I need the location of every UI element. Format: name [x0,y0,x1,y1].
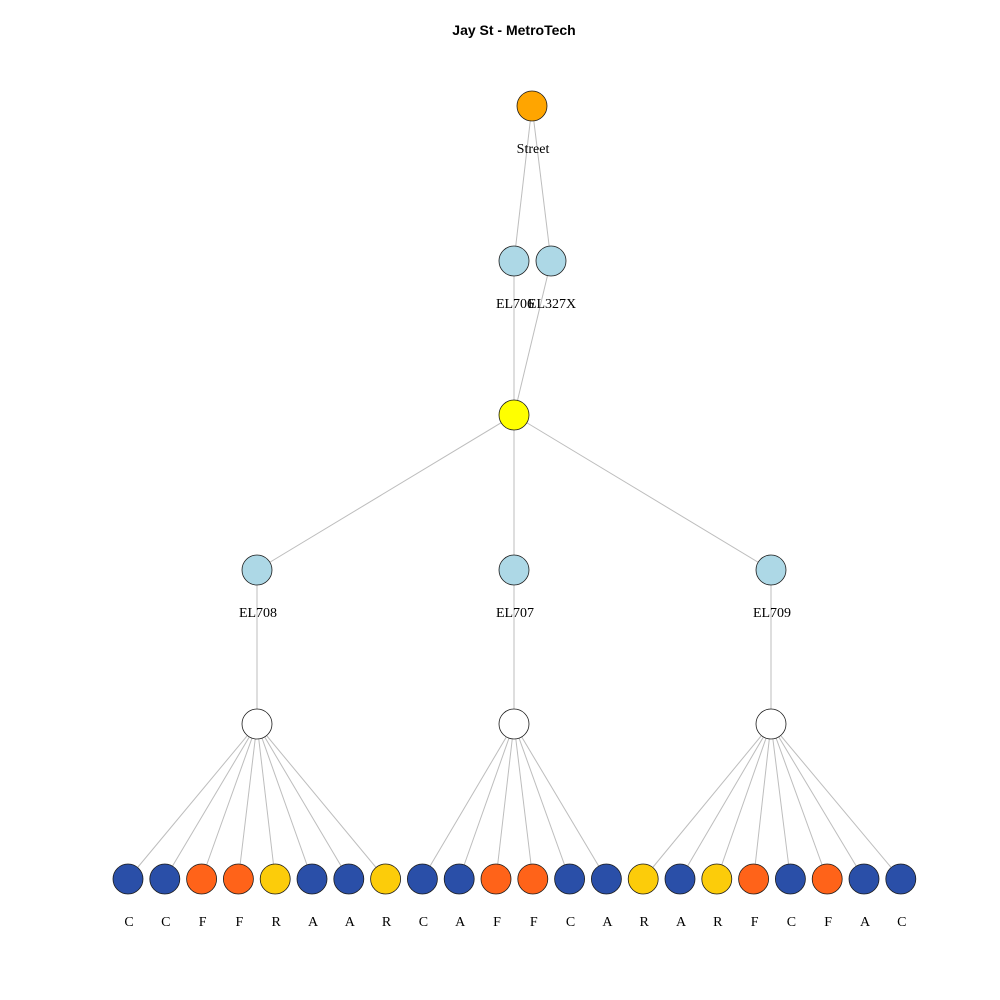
edge-platform_1-route [164,723,258,880]
edge-mezzanine-el709 [513,414,772,571]
route-node-c[interactable] [885,863,917,895]
node-el706[interactable] [498,245,530,277]
route-label-f: F [751,915,759,930]
diagram-title: Jay St - MetroTech [452,22,575,38]
route-node-a[interactable] [591,863,622,895]
label-el709: EL709 [753,606,791,621]
route-label-c: C [419,915,428,930]
edge-platform_2-route [495,723,515,880]
route-node-f[interactable] [738,863,769,895]
route-label-f: F [530,915,538,930]
node-platform-3[interactable] [755,708,787,740]
route-label-r: R [713,915,723,930]
edge-platform_1-route [256,723,313,880]
route-label-f: F [824,915,832,930]
node-street[interactable] [516,90,548,122]
route-node-r[interactable] [259,863,291,895]
edge-platform_3-route [770,723,791,880]
route-node-f[interactable] [480,863,512,895]
node-el707[interactable] [498,554,530,586]
route-node-f[interactable] [222,863,254,895]
route-node-a[interactable] [296,863,328,895]
route-node-c[interactable] [112,863,144,895]
route-node-c[interactable] [406,863,438,895]
route-label-a: A [455,915,466,930]
label-el706: EL706 [496,297,534,312]
edge-platform_3-route [770,723,828,880]
route-label-f: F [199,915,207,930]
edge-platform_3-route [770,723,865,880]
node-el709[interactable] [755,554,787,586]
route-node-a[interactable] [443,863,475,895]
route-node-r[interactable] [627,863,659,895]
edge-platform_3-route [642,723,772,880]
edge-platform_2-route [513,723,607,880]
route-node-c[interactable] [554,863,585,895]
edge-platform_1-route [237,723,258,880]
edge-platform_3-route [716,723,772,880]
edge-platform_1-route [256,723,386,880]
route-label-c: C [124,915,133,930]
edge-platform_1-route [127,723,258,880]
route-label-r: R [272,915,282,930]
route-label-f: F [493,915,501,930]
route-label-c: C [897,915,906,930]
route-label-c: C [787,915,796,930]
edge-mezzanine-el708 [256,414,515,571]
route-label-a: A [345,915,356,930]
route-label-r: R [640,915,650,930]
edge-platform_2-route [458,723,515,880]
edge-el327x-mezzanine [513,260,552,416]
edge-platform_1-route [256,723,350,880]
route-node-r[interactable] [701,863,733,895]
route-node-a[interactable] [848,863,880,895]
route-node-c[interactable] [775,863,806,895]
route-label-a: A [676,915,687,930]
edge-platform_1-route [201,723,258,880]
edge-street-el327x [531,105,552,262]
edges-layer [127,105,902,880]
edge-platform_3-route [770,723,902,880]
edge-platform_1-route [256,723,276,880]
node-mezzanine[interactable] [498,399,530,431]
node-el708[interactable] [241,554,273,586]
route-label-f: F [236,915,244,930]
edge-street-el706 [513,105,533,262]
route-node-r[interactable] [370,863,402,895]
edge-platform_3-route [679,723,772,880]
label-el708: EL708 [239,606,277,621]
edge-platform_2-route [421,723,515,880]
route-label-a: A [860,915,871,930]
node-platform-2[interactable] [498,708,530,740]
node-el327x[interactable] [535,245,567,277]
nodes-layer [112,90,917,895]
node-platform-1[interactable] [241,708,273,740]
route-label-a: A [602,915,613,930]
route-node-f[interactable] [811,863,843,895]
route-label-a: A [308,915,319,930]
label-el707: EL707 [496,606,534,621]
route-node-f[interactable] [186,863,218,895]
edge-platform_2-route [513,723,571,880]
route-label-c: C [566,915,575,930]
route-label-r: R [382,915,392,930]
route-node-a[interactable] [664,863,696,895]
route-label-c: C [161,915,170,930]
edge-platform_2-route [513,723,534,880]
route-node-c[interactable] [149,863,181,895]
label-el327x: EL327X [528,297,576,312]
route-node-f[interactable] [517,863,549,895]
route-node-a[interactable] [333,863,365,895]
edge-platform_3-route [753,723,772,880]
label-street: Street [517,142,550,157]
